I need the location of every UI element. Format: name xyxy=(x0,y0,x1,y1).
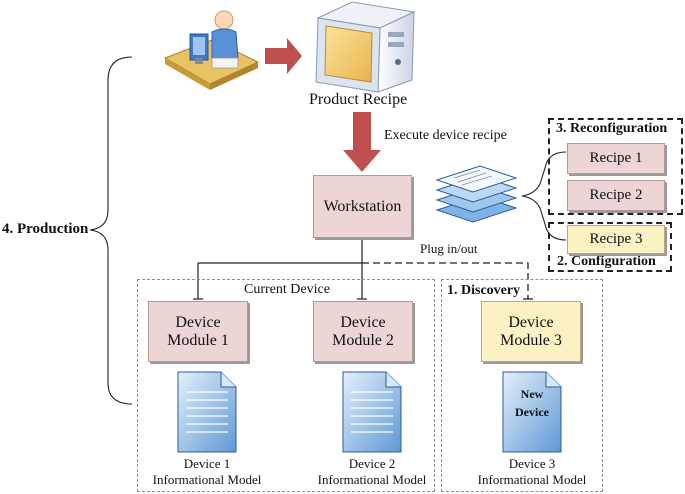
document-stack-icon xyxy=(435,165,518,223)
device-module-2-node: Device Module 2 xyxy=(313,301,413,362)
device-1-caption: Device 1 Informational Model xyxy=(140,456,274,487)
recipe-2-label: Recipe 2 xyxy=(589,187,643,204)
production-brace xyxy=(89,56,133,405)
execute-label: Execute device recipe xyxy=(384,128,507,143)
device-2-name: Device 2 xyxy=(348,456,396,471)
device-module-3-node: Device Module 3 xyxy=(481,301,581,362)
module-2-line-2: Module 2 xyxy=(332,331,394,349)
production-label: 4. Production xyxy=(2,221,89,237)
configuration-group xyxy=(548,222,672,272)
arrow-recipe-to-workstation xyxy=(343,112,381,172)
document-icon xyxy=(177,371,237,453)
operator-at-computer-icon xyxy=(163,10,260,90)
recipe-brace xyxy=(521,151,567,241)
module-3-line-1: Device xyxy=(508,313,554,331)
recipe-3-label: Recipe 3 xyxy=(589,231,643,248)
device-2-model: Informational Model xyxy=(317,471,427,487)
new-device-label: New Device xyxy=(503,385,561,421)
plug-label: Plug in/out xyxy=(420,241,478,256)
current-device-group xyxy=(137,279,435,492)
arrow-operator-to-recipe xyxy=(265,38,302,74)
discovery-label: 1. Discovery xyxy=(447,283,521,298)
module-3-line-2: Module 3 xyxy=(500,331,562,349)
document-icon xyxy=(342,371,402,453)
device-1-model: Informational Model xyxy=(152,471,262,487)
device-1-name: Device 1 xyxy=(183,456,231,471)
product-recipe-label: Product Recipe xyxy=(309,91,408,108)
recipe-2-node: Recipe 2 xyxy=(567,180,665,211)
reconfiguration-label: 3. Reconfiguration xyxy=(556,121,668,136)
recipe-1-label: Recipe 1 xyxy=(589,150,643,167)
device-2-caption: Device 2 Informational Model xyxy=(305,456,439,487)
discovery-group xyxy=(441,279,603,492)
module-1-line-2: Module 1 xyxy=(167,331,229,349)
module-2-line-1: Device xyxy=(340,313,386,331)
computer-tower-icon xyxy=(315,1,416,93)
document-icon xyxy=(502,371,562,453)
recipe-1-node: Recipe 1 xyxy=(567,143,665,174)
device-3-name: Device 3 xyxy=(508,456,556,471)
device-module-1-node: Device Module 1 xyxy=(148,301,248,362)
device-3-model: Informational Model xyxy=(477,471,587,487)
device-3-caption: Device 3 Informational Model xyxy=(465,456,599,487)
workstation-tree xyxy=(193,238,367,300)
module-1-line-1: Device xyxy=(175,313,221,331)
workstation-node: Workstation xyxy=(313,175,412,238)
plug-line xyxy=(362,262,529,299)
current-device-label: Current Device xyxy=(244,282,330,297)
recipe-3-node: Recipe 3 xyxy=(567,225,665,254)
new-device-line-2: Device xyxy=(515,405,549,419)
new-device-line-1: New xyxy=(520,387,544,401)
workstation-label: Workstation xyxy=(323,197,402,215)
configuration-label: 2. Configuration xyxy=(557,254,656,269)
reconfiguration-group xyxy=(548,118,683,215)
